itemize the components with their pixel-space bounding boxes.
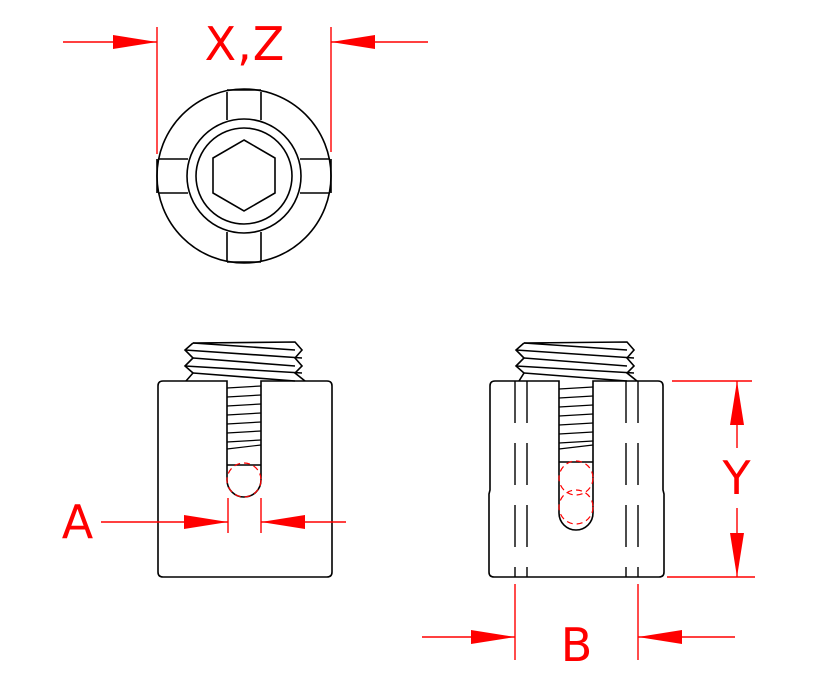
dimension-a	[101, 498, 346, 533]
hidden-balls-side	[558, 460, 594, 525]
top-view	[156, 88, 332, 264]
dimension-label-xz: X,Z	[204, 17, 286, 71]
dimension-b	[422, 584, 735, 660]
dimension-label-y: Y	[722, 451, 752, 505]
hex-socket-icon	[212, 139, 276, 212]
dimension-y	[667, 380, 755, 578]
dimension-label-b: B	[560, 618, 594, 672]
dimension-label-a: A	[61, 495, 95, 549]
front-view	[157, 341, 333, 578]
hidden-ball-front	[226, 462, 262, 498]
dimension-xz	[63, 27, 428, 154]
side-view	[488, 341, 665, 578]
